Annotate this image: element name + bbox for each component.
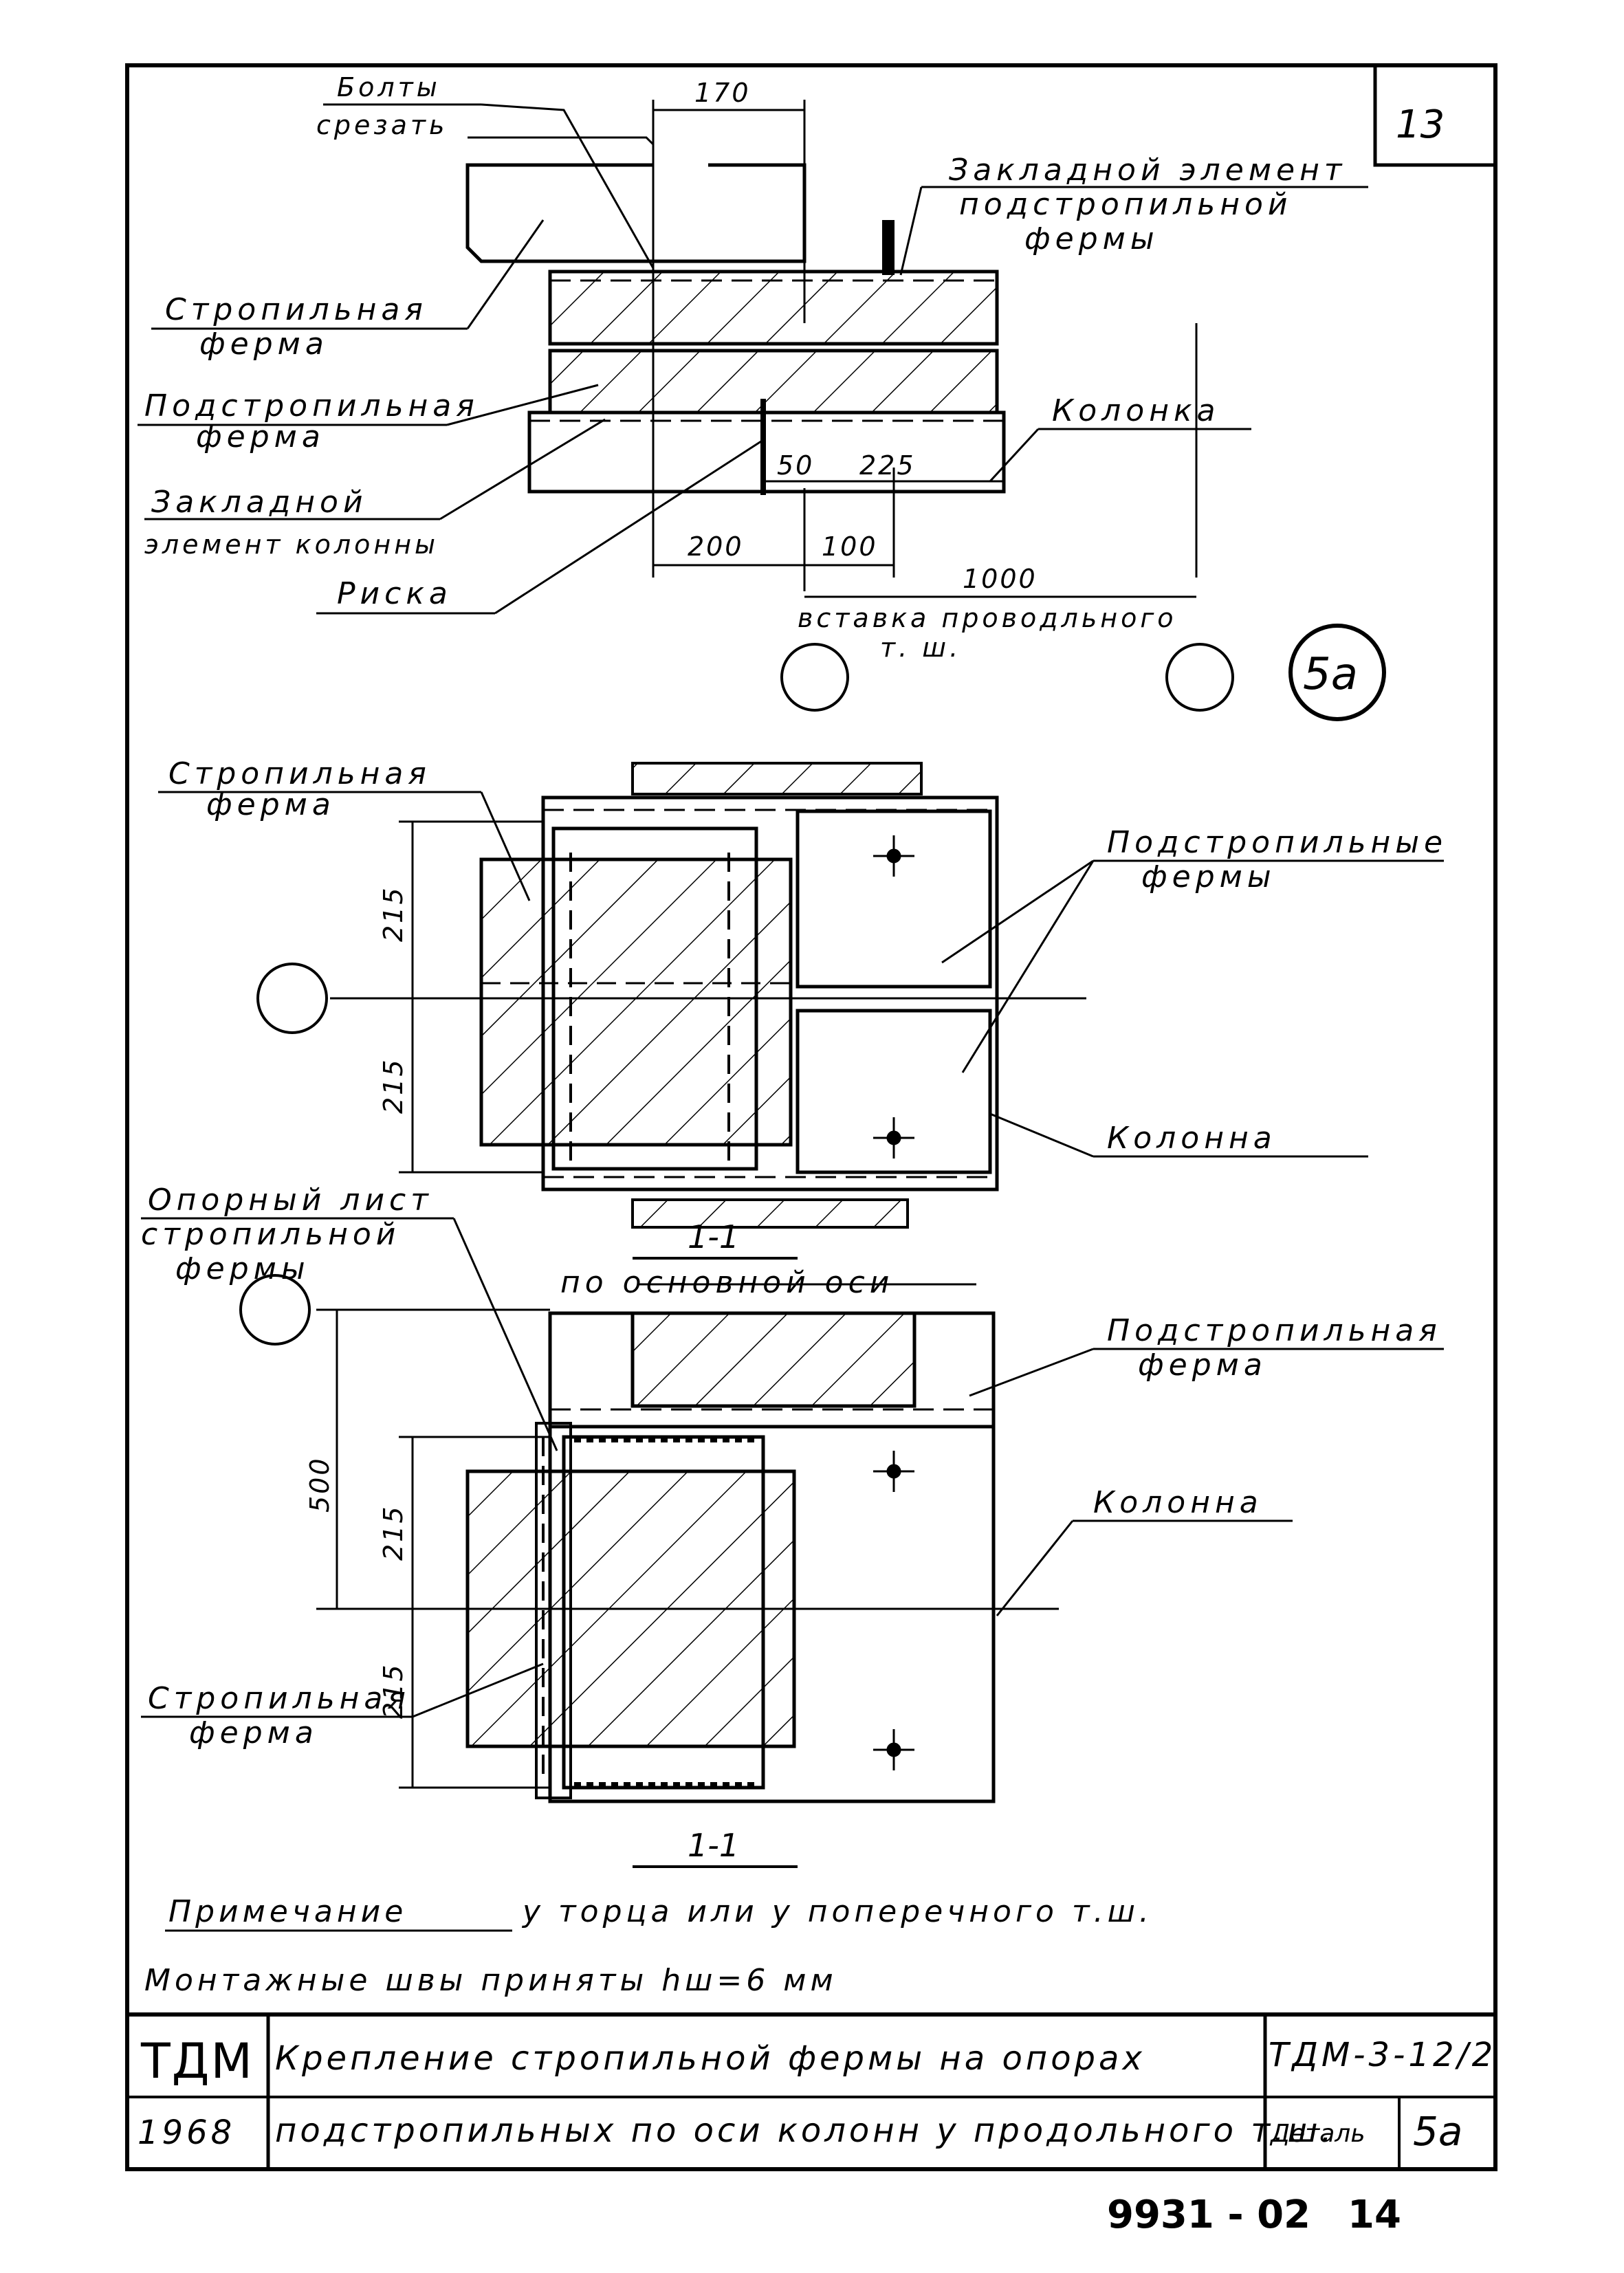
upper-slab	[548, 270, 999, 346]
plan-label-rafter-1: Стропильная	[168, 756, 431, 791]
dim-170: 170	[694, 78, 751, 108]
label-sub-truss-top-2: ферма	[196, 419, 325, 454]
lower-slab	[548, 349, 999, 415]
section-label-sub-truss-2: ферма	[1138, 1348, 1267, 1383]
section-label-column: Колонна	[1093, 1485, 1263, 1520]
label-embedded-truss-2: подстропильной	[959, 187, 1292, 222]
plan-label-support-1: Опорный лист	[148, 1183, 433, 1218]
note-line1: у торца или у поперечного т.ш.	[521, 1894, 1153, 1929]
axis-circle-left	[780, 643, 849, 712]
sheet-frame	[125, 63, 1497, 2171]
title-block-year: 1968	[138, 2113, 235, 2152]
dim-225: 225	[859, 450, 916, 481]
detail-mark: 5а	[1303, 649, 1358, 700]
plan-sub-truss-bottom	[795, 1009, 992, 1174]
label-rafter-truss-top-1: Стропильная	[165, 292, 428, 327]
plan-label-support-2: стропильной	[141, 1217, 400, 1252]
dim-200: 200	[688, 531, 744, 562]
plan-label-sub-trusses-2: фермы	[1141, 859, 1276, 894]
plan-bolt-bottom	[873, 1117, 914, 1159]
plan-axis-circle	[256, 963, 328, 1034]
column-cap	[527, 410, 1006, 494]
plan-label-sub-trusses-1: Подстропильные	[1107, 825, 1447, 860]
label-rafter-truss-top-2: ферма	[199, 327, 329, 362]
label-mark: Риска	[337, 576, 452, 611]
section-view: 500 215 215 Подстропильная ферма Колонна…	[141, 1274, 1444, 1868]
label-sub-truss-top-1: Подстропильная	[144, 388, 479, 424]
section-mark-bottom: 1-1	[688, 1827, 739, 1864]
label-insert-2: т. ш.	[880, 633, 961, 663]
sheet-number-box: 13	[1373, 65, 1495, 167]
dim-100: 100	[822, 531, 878, 562]
label-embedded-truss-3: фермы	[1024, 221, 1159, 256]
plan-label-support-3: фермы	[175, 1251, 310, 1286]
note-title: Примечание	[168, 1894, 407, 1929]
section-dim-215-bottom: 215	[378, 1662, 408, 1719]
section-label-rafter-1: Стропильная	[148, 1681, 410, 1716]
section-dim-500: 500	[305, 1456, 335, 1513]
label-insert-1: вставка проводльного	[798, 603, 1177, 633]
label-embedded-column-2: элемент колонны	[144, 529, 439, 560]
top-view: 170 50 225 200 100 1000 5а Болты срезать…	[138, 72, 1386, 721]
label-embedded-column-1: Закладной	[151, 485, 368, 520]
bolt	[882, 220, 895, 275]
dim-1000: 1000	[963, 564, 1038, 594]
label-bolts-1: Болты	[337, 72, 441, 102]
title-block-title-line2: подстропильных по оси колонн у продольно…	[275, 2111, 1335, 2150]
title-block-org: ТДМ	[140, 2033, 254, 2089]
plan-top-slab	[631, 762, 923, 795]
section-caption-text: по основной оси	[560, 1265, 894, 1300]
title-block-detail-value: 5а	[1413, 2108, 1462, 2155]
plan-label-column: Колонна	[1107, 1121, 1277, 1156]
title-block: ТДМ 1968 Крепление стропильной фермы на …	[127, 2012, 1496, 2169]
label-bolts-2: срезать	[316, 110, 448, 140]
label-column-top: Колонка	[1052, 393, 1220, 428]
notes: Примечание у торца или у поперечного т.ш…	[144, 1894, 1153, 1998]
plan-dim-215-bottom: 215	[378, 1057, 408, 1114]
section-dim-215-top: 215	[378, 1504, 408, 1561]
plan-rafter-truss	[479, 857, 793, 1147]
title-block-detail-label: Деталь	[1269, 2120, 1365, 2148]
section-bolt-bottom	[873, 1729, 914, 1770]
plan-bottom-slab	[631, 1198, 909, 1229]
section-label-rafter-2: ферма	[189, 1715, 318, 1750]
plan-view: 215 215 Стропильная ферма Подстропильные…	[141, 756, 1447, 1451]
section-label-sub-truss-1: Подстропильная	[1107, 1313, 1442, 1348]
section-bolt-top	[873, 1451, 914, 1492]
detail-mark-circle	[1288, 624, 1386, 721]
bottom-page: 14	[1348, 2193, 1401, 2237]
plan-bolt-top	[873, 835, 914, 877]
plan-sub-truss-top	[795, 809, 992, 989]
title-block-code: ТДМ-3-12/2	[1269, 2036, 1496, 2074]
rafter-truss-outline	[465, 163, 806, 263]
dim-50: 50	[777, 450, 814, 481]
note-line2: Монтажные швы приняты hш=6 мм	[144, 1963, 837, 1998]
bottom-code: 9931 - 02	[1107, 2193, 1310, 2237]
label-embedded-truss-1: Закладной элемент	[949, 153, 1347, 188]
section-axis-circle	[239, 1274, 311, 1346]
axis-circle-right	[1165, 643, 1234, 712]
plan-dim-215-top: 215	[378, 886, 408, 942]
section-caption: 1-1 по основной оси	[560, 1218, 976, 1300]
sheet-number: 13	[1396, 102, 1445, 147]
plan-label-rafter-2: ферма	[206, 787, 336, 822]
title-block-title-line1: Крепление стропильной фермы на опорах	[275, 2039, 1145, 2078]
section-mark-top: 1-1	[688, 1218, 739, 1255]
section-sub-truss	[630, 1311, 917, 1408]
